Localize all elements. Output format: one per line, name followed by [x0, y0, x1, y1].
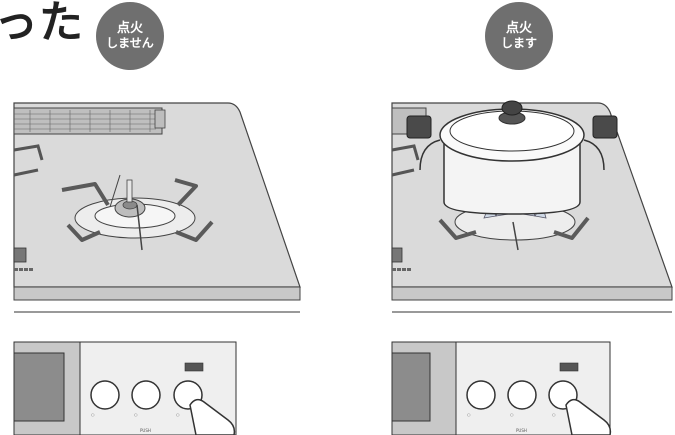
- grill-window: [392, 353, 430, 421]
- knob-marker: ○: [510, 412, 514, 417]
- knobs: [467, 381, 577, 409]
- knob-marker: ○: [552, 412, 556, 417]
- indicator-panel: [392, 248, 402, 262]
- cooktop-edge: [392, 287, 672, 300]
- knob-marker: ○: [467, 412, 471, 417]
- knob-left: [467, 381, 495, 409]
- push-label: PUSH: [516, 428, 527, 433]
- lock-button: [560, 363, 578, 371]
- knob-center: [508, 381, 536, 409]
